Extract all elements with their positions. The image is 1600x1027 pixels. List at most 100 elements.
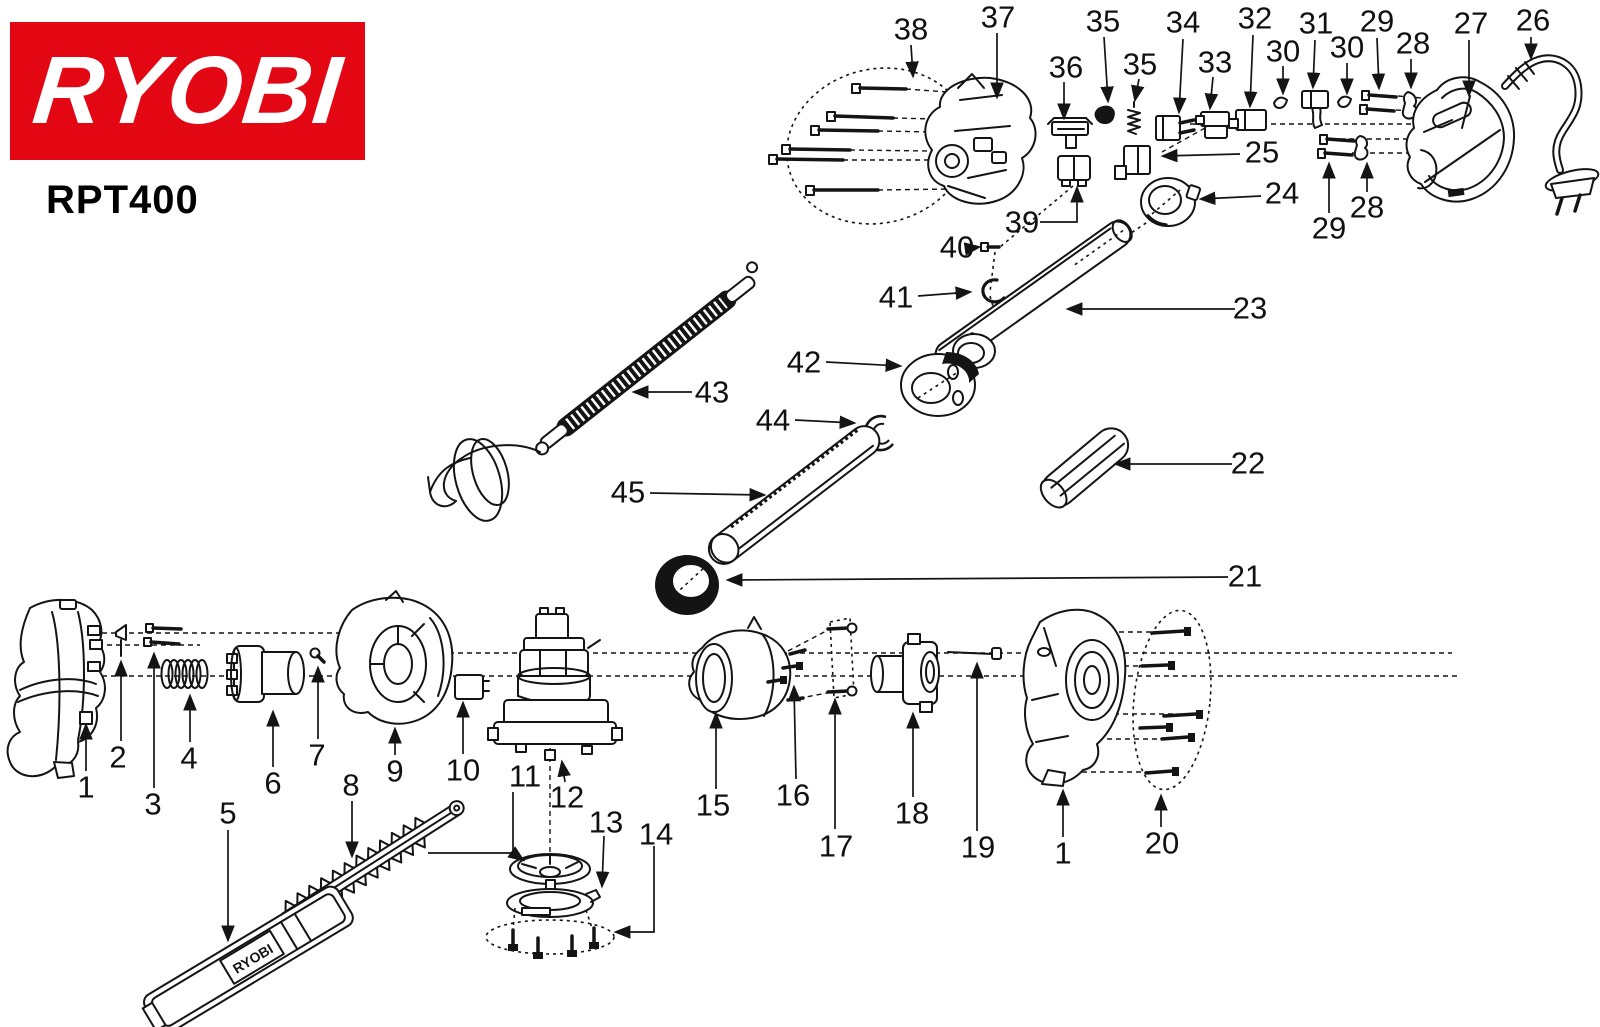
part-15-bell-housing: [688, 616, 807, 720]
part-7-screw: [309, 647, 326, 664]
part-26-power-cord: [1501, 54, 1600, 216]
callout-29: 29: [1311, 210, 1347, 246]
part-16-screws: [766, 662, 803, 684]
callout-28: 28: [1349, 189, 1385, 225]
ryobi-logo-text: RYOBI: [28, 37, 347, 144]
callout-33: 33: [1197, 44, 1233, 80]
part-9-fan-housing: [335, 590, 454, 725]
callout-35: 35: [1122, 46, 1158, 82]
wire-loop: [427, 437, 541, 522]
part-2-lock-lever: [115, 624, 127, 657]
callout-9: 9: [386, 753, 404, 789]
callout-11: 11: [508, 758, 542, 794]
callout-39: 39: [1004, 204, 1040, 240]
part-35-coil-spring: [1127, 101, 1141, 135]
part-34-connector: [1155, 115, 1196, 141]
part-1-gear-housing-left: [6, 598, 106, 779]
part-6-coupler-knob: [226, 645, 305, 703]
part-41-c-clip: [981, 278, 1006, 304]
callout-42: 42: [786, 344, 822, 380]
callout-18: 18: [894, 795, 930, 831]
part-29-screws-top: [1359, 90, 1398, 115]
callout-1: 1: [77, 769, 95, 805]
part-31-bracket: [1301, 90, 1329, 129]
part-40-screw: [980, 242, 1001, 252]
part-27-rear-handle-housing: [1405, 76, 1516, 203]
callout-26: 26: [1515, 2, 1551, 38]
callout-36: 36: [1048, 49, 1084, 85]
part-35-spring-clip: [1094, 105, 1115, 125]
leader-lines: [79, 33, 1538, 943]
screw-icon: [508, 926, 599, 959]
callout-6: 6: [264, 765, 282, 801]
callout-35: 35: [1085, 3, 1121, 39]
callout-32: 32: [1237, 0, 1273, 36]
callout-37: 37: [980, 0, 1016, 35]
part-25-cord-retainer: [1114, 145, 1151, 180]
callout-43: 43: [694, 374, 730, 410]
part-29-screws-bottom: [1317, 134, 1356, 159]
callout-31: 31: [1298, 5, 1334, 41]
part-24-bearing-ring: [1140, 177, 1202, 227]
callout-2: 2: [109, 739, 127, 775]
callout-16: 16: [775, 777, 811, 813]
part-32-terminal-block: [1228, 109, 1267, 131]
part-30-clip: [1273, 96, 1288, 109]
part-30-clip: [1337, 95, 1352, 108]
callout-28: 28: [1395, 25, 1431, 61]
part-20-screw-group: [1132, 609, 1212, 791]
part-11-gear-wheel: [509, 853, 591, 892]
callout-22: 22: [1230, 445, 1266, 481]
callout-17: 17: [818, 828, 854, 864]
part-33-switch-block: [1195, 111, 1230, 139]
callout-23: 23: [1232, 290, 1268, 326]
part-45-lower-boom-tube: [707, 425, 881, 565]
callout-8: 8: [342, 767, 360, 803]
callout-45: 45: [610, 474, 646, 510]
callout-5: 5: [219, 795, 237, 831]
screw-icon: [768, 83, 908, 196]
callout-24: 24: [1264, 175, 1300, 211]
callout-10: 10: [445, 752, 481, 788]
callout-12: 12: [549, 779, 585, 815]
part-5-blade-sheath: RYOBI: [141, 885, 354, 1027]
callout-27: 27: [1453, 5, 1489, 41]
part-1-gear-housing-right: [1022, 608, 1127, 787]
screw-icon: [1138, 627, 1203, 776]
part-22-boom-sleeve: [1039, 427, 1130, 509]
callout-34: 34: [1165, 4, 1201, 40]
part-3-screws: [143, 623, 183, 647]
callout-44: 44: [755, 402, 791, 438]
part-4-spring: [160, 659, 209, 689]
part-28-clamp-bottom: [1353, 135, 1369, 161]
part-37-handle-housing-half: [924, 73, 1037, 205]
callout-29: 29: [1359, 3, 1395, 39]
callout-3: 3: [144, 786, 162, 822]
part-10-spacer-block: [454, 674, 490, 700]
callout-1: 1: [1054, 835, 1072, 871]
callout-4: 4: [180, 740, 198, 776]
callout-30: 30: [1329, 29, 1365, 65]
callout-25: 25: [1244, 134, 1280, 170]
model-number: RPT400: [46, 178, 199, 222]
part-28-clamp-top: [1401, 91, 1419, 120]
callout-41: 41: [878, 279, 914, 315]
part-19-long-screw: [947, 647, 1002, 660]
callout-30: 30: [1265, 33, 1301, 69]
callout-40: 40: [939, 229, 975, 265]
part-18-shaft-coupler: [870, 633, 940, 713]
part-39-switch-block: [1057, 155, 1091, 187]
part-42-coupler-cage: [900, 333, 996, 417]
part-13-cam-plate: [506, 888, 601, 918]
callout-20: 20: [1144, 825, 1180, 861]
callout-21: 21: [1227, 558, 1263, 594]
callout-19: 19: [960, 829, 996, 865]
callout-14: 14: [638, 816, 674, 852]
part-43-flex-drive-cable: [427, 261, 759, 522]
part-12-motor-assembly: [487, 607, 623, 761]
part-21-end-collar-ring: [655, 555, 719, 615]
callout-13: 13: [588, 804, 624, 840]
callout-38: 38: [893, 11, 929, 47]
